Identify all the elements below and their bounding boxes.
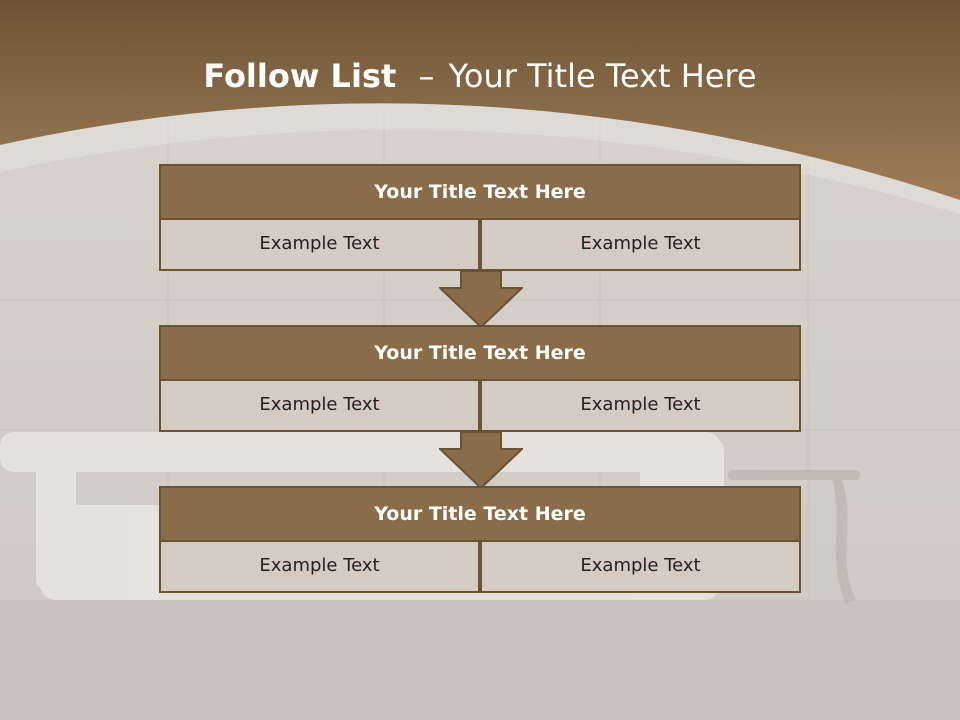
slide-title: Follow List – Your Title Text Here: [0, 52, 960, 100]
step-cell-left: Example Text: [159, 381, 480, 432]
down-arrow-icon: [439, 431, 523, 489]
step-title: Your Title Text Here: [159, 164, 801, 220]
step-cell-right: Example Text: [480, 220, 801, 271]
step-cell-left: Example Text: [159, 220, 480, 271]
step-block-1: Your Title Text Here Example Text Exampl…: [159, 164, 801, 271]
title-separator: –: [418, 57, 435, 95]
title-rest: Your Title Text Here: [448, 57, 757, 95]
step-title: Your Title Text Here: [159, 486, 801, 542]
step-cell-right: Example Text: [480, 381, 801, 432]
header-band: [0, 0, 960, 200]
step-title: Your Title Text Here: [159, 325, 801, 381]
step-row: Example Text Example Text: [159, 542, 801, 593]
step-cell-left: Example Text: [159, 542, 480, 593]
side-table-shape: [728, 470, 860, 604]
step-block-3: Your Title Text Here Example Text Exampl…: [159, 486, 801, 593]
title-bold: Follow List: [203, 57, 397, 95]
step-cell-right: Example Text: [480, 542, 801, 593]
step-row: Example Text Example Text: [159, 220, 801, 271]
step-block-2: Your Title Text Here Example Text Exampl…: [159, 325, 801, 432]
step-row: Example Text Example Text: [159, 381, 801, 432]
down-arrow-icon: [439, 270, 523, 328]
